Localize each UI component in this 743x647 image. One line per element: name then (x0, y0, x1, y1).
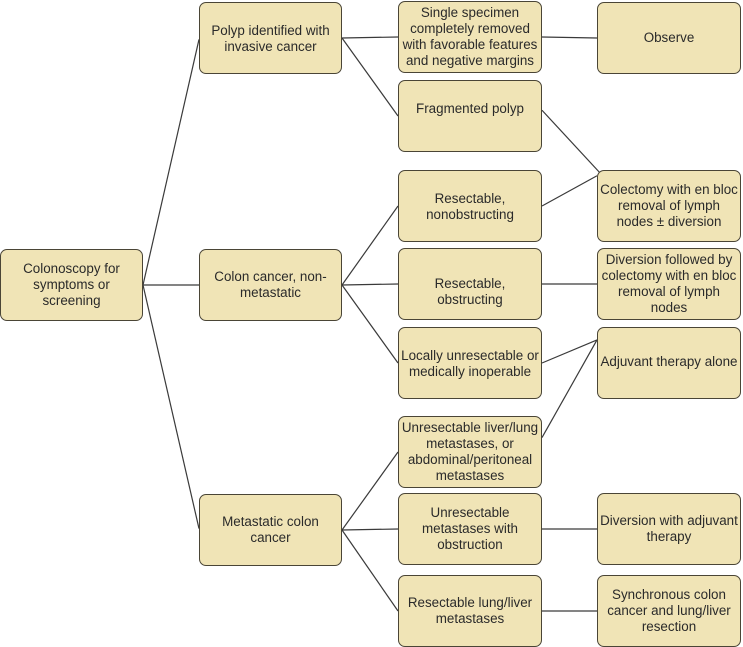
node-label: Locally unresectable or medically inoper… (401, 348, 539, 379)
node-label: Synchronous colon cancer and lung/liver … (607, 587, 731, 634)
node-colon-cancer-non-metastatic: Colon cancer, non-metastatic (199, 249, 342, 321)
node-label: Metastatic colon cancer (222, 514, 319, 545)
node-locally-unresectable: Locally unresectable or medically inoper… (398, 327, 542, 399)
node-colectomy-lymph-nodes: Colectomy with en bloc removal of lymph … (597, 170, 741, 242)
connector-nonmet-to-resobs (341, 283, 399, 286)
connector-single-to-observe (541, 36, 598, 39)
node-label: Fragmented polyp (416, 101, 524, 116)
node-colonoscopy: Colonoscopy for symptoms or screening (0, 249, 143, 321)
node-label: Diversion with adjuvant therapy (600, 513, 738, 544)
node-unresectable-liver-lung-metastases: Unresectable liver/lung metastases, or a… (398, 416, 542, 488)
node-label: Resectable, obstructing (434, 276, 506, 307)
node-synchronous-resection: Synchronous colon cancer and lung/liver … (597, 575, 741, 647)
connector-frag-to-colectomy (541, 109, 602, 175)
node-label: Colonoscopy for symptoms or screening (23, 261, 120, 308)
node-unresectable-metastases-obstruction: Unresectable metastases with obstruction (398, 493, 542, 565)
node-label: Single specimen completely removed with … (402, 5, 538, 68)
node-label: Colectomy with en bloc removal of lymph … (600, 182, 738, 229)
connector-resnon-to-colectomy (541, 175, 598, 207)
node-resectable-obstructing: Resectable, obstructing (398, 248, 542, 320)
node-label: Unresectable metastases with obstruction (421, 505, 518, 552)
node-label: Colon cancer, non-metastatic (214, 269, 327, 300)
connector-nonmet-to-locunres (341, 284, 399, 364)
node-label: Resectable, nonobstructing (426, 191, 514, 222)
connector-locunres-to-adjuvant (541, 339, 598, 364)
connector-root-to-polyp (142, 39, 200, 286)
connector-met-to-unresobs (341, 528, 399, 531)
node-polyp-invasive-cancer: Polyp identified with invasive cancer (199, 2, 342, 74)
node-label: Adjuvant therapy alone (600, 354, 738, 369)
node-single-specimen: Single specimen completely removed with … (398, 1, 542, 73)
node-label: Polyp identified with invasive cancer (211, 23, 330, 54)
node-adjuvant-therapy-alone: Adjuvant therapy alone (597, 327, 741, 399)
connector-root-to-met (142, 284, 200, 529)
node-label: Resectable lung/liver metastases (407, 595, 533, 626)
connector-met-to-unresliver (341, 451, 399, 531)
connector-nonmet-to-resnon (341, 205, 399, 286)
node-diversion-then-colectomy: Diversion followed by colectomy with en … (597, 248, 741, 320)
node-label: Unresectable liver/lung metastases, or a… (401, 420, 539, 483)
node-resectable-nonobstructing: Resectable, nonobstructing (398, 170, 542, 242)
node-observe: Observe (597, 2, 741, 74)
node-metastatic-colon-cancer: Metastatic colon cancer (199, 494, 342, 566)
node-diversion-adjuvant-therapy: Diversion with adjuvant therapy (597, 493, 741, 565)
node-resectable-lung-liver-metastases: Resectable lung/liver metastases (398, 575, 542, 647)
connector-unresliver-to-adjuvant (541, 339, 598, 438)
connector-met-to-resliver (341, 529, 399, 612)
node-fragmented-polyp: Fragmented polyp (398, 80, 542, 152)
node-label: Diversion followed by colectomy with en … (601, 252, 737, 315)
connector-polyp-to-frag (341, 37, 399, 117)
node-label: Observe (643, 30, 695, 45)
connector-polyp-to-single (341, 36, 399, 39)
